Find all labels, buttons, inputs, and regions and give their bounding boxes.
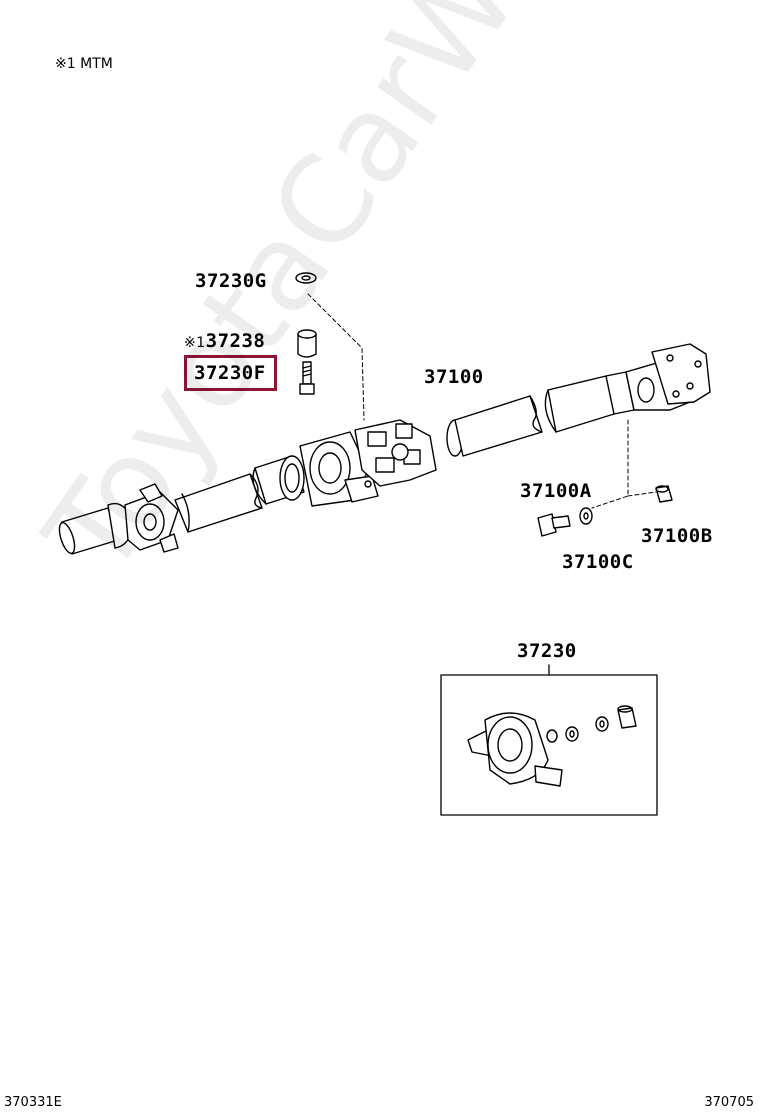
washer-37100C[interactable] <box>579 507 593 525</box>
mtm-note-marker: ※1 <box>184 335 206 351</box>
front-sleeve-yoke[interactable] <box>56 483 179 555</box>
rear-flange-yoke[interactable] <box>625 343 711 411</box>
center-bearing-assembly-detail[interactable] <box>467 705 637 787</box>
figure-code-right: 370705 <box>704 1095 754 1110</box>
bolt-37230F[interactable] <box>299 361 315 395</box>
nut-37100B[interactable] <box>655 485 673 503</box>
part-label-37100B[interactable]: 37100B <box>641 525 713 547</box>
figure-code-left: 370331E <box>4 1095 62 1110</box>
spacer-37238[interactable] <box>297 329 317 358</box>
front-shaft-tube[interactable] <box>174 473 263 533</box>
center-bearing[interactable] <box>279 431 379 507</box>
highlight-box <box>184 355 277 391</box>
part-label-37230G[interactable]: 37230G <box>195 270 267 292</box>
middle-universal-joint[interactable] <box>354 419 437 487</box>
washer-37230G[interactable] <box>295 272 317 284</box>
model-note: ※1 MTM <box>55 56 113 72</box>
part-label-37100[interactable]: 37100 <box>424 366 484 388</box>
part-label-37230F[interactable]: 37230F <box>194 362 266 384</box>
part-label-37230[interactable]: 37230 <box>517 640 577 662</box>
part-label-37100A[interactable]: 37100A <box>520 480 592 502</box>
bolt-37100A[interactable] <box>537 513 571 537</box>
part-label-37100C[interactable]: 37100C <box>562 551 634 573</box>
part-label-37238[interactable]: ※137238 <box>184 330 265 352</box>
part-number-37238: 37238 <box>205 330 266 352</box>
